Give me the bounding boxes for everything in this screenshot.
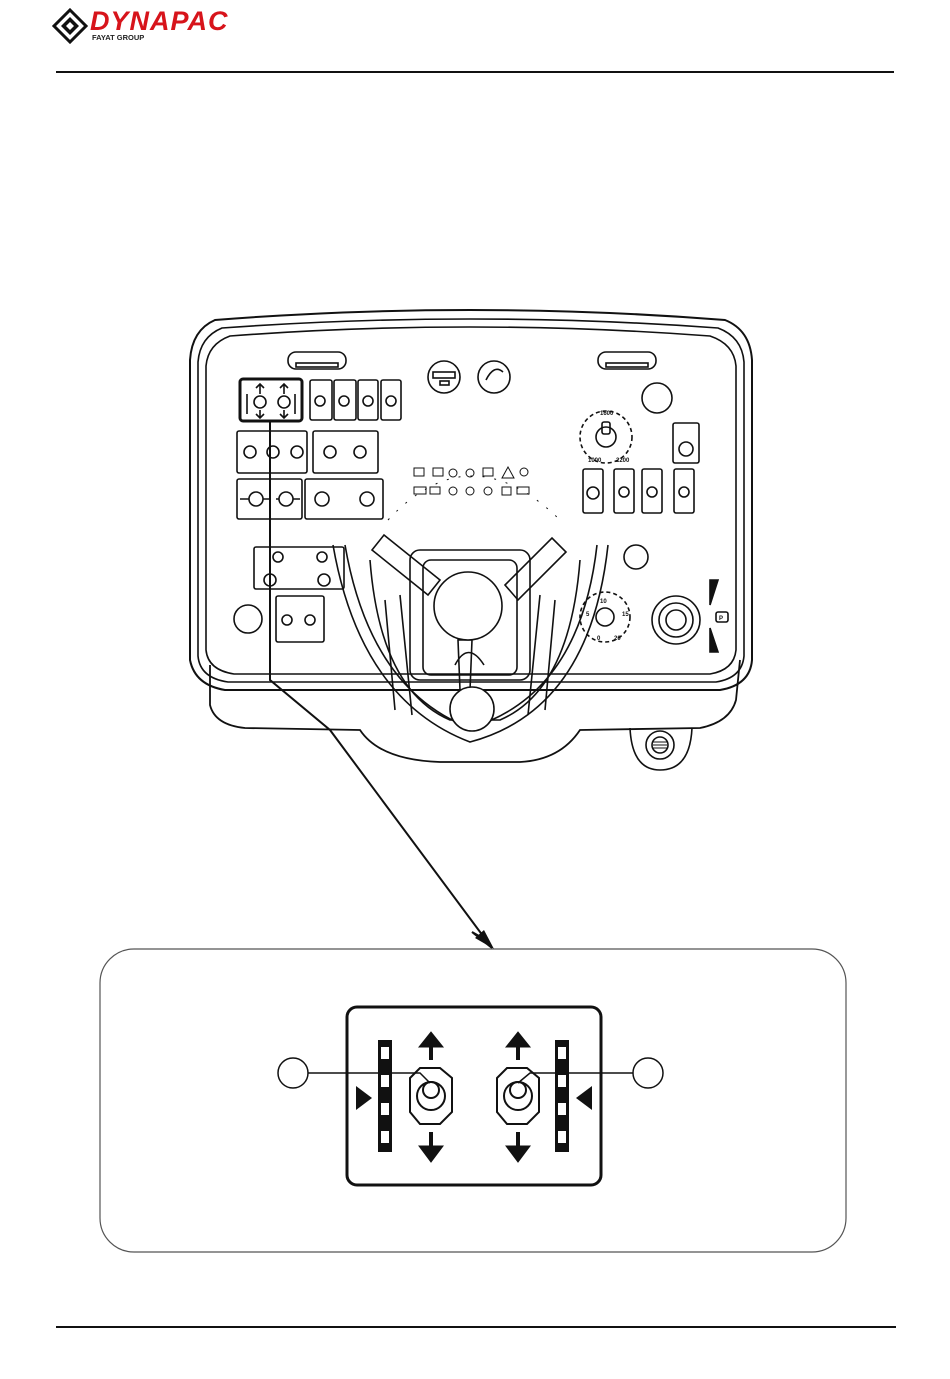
detail-callout xyxy=(100,949,846,1252)
footer-rule xyxy=(56,1326,896,1328)
speed-top-label: 10 xyxy=(600,599,607,605)
rpm-top-label: 1600 xyxy=(600,411,614,417)
speed-bottom-right-label: 20 xyxy=(614,636,621,642)
rpm-left-label: 1000 xyxy=(588,458,602,464)
speed-left-label: 5 xyxy=(586,612,590,618)
speed-right-label: 15 xyxy=(622,612,629,618)
rpm-right-label: 2200 xyxy=(616,458,630,464)
parking-label: P xyxy=(719,616,723,622)
